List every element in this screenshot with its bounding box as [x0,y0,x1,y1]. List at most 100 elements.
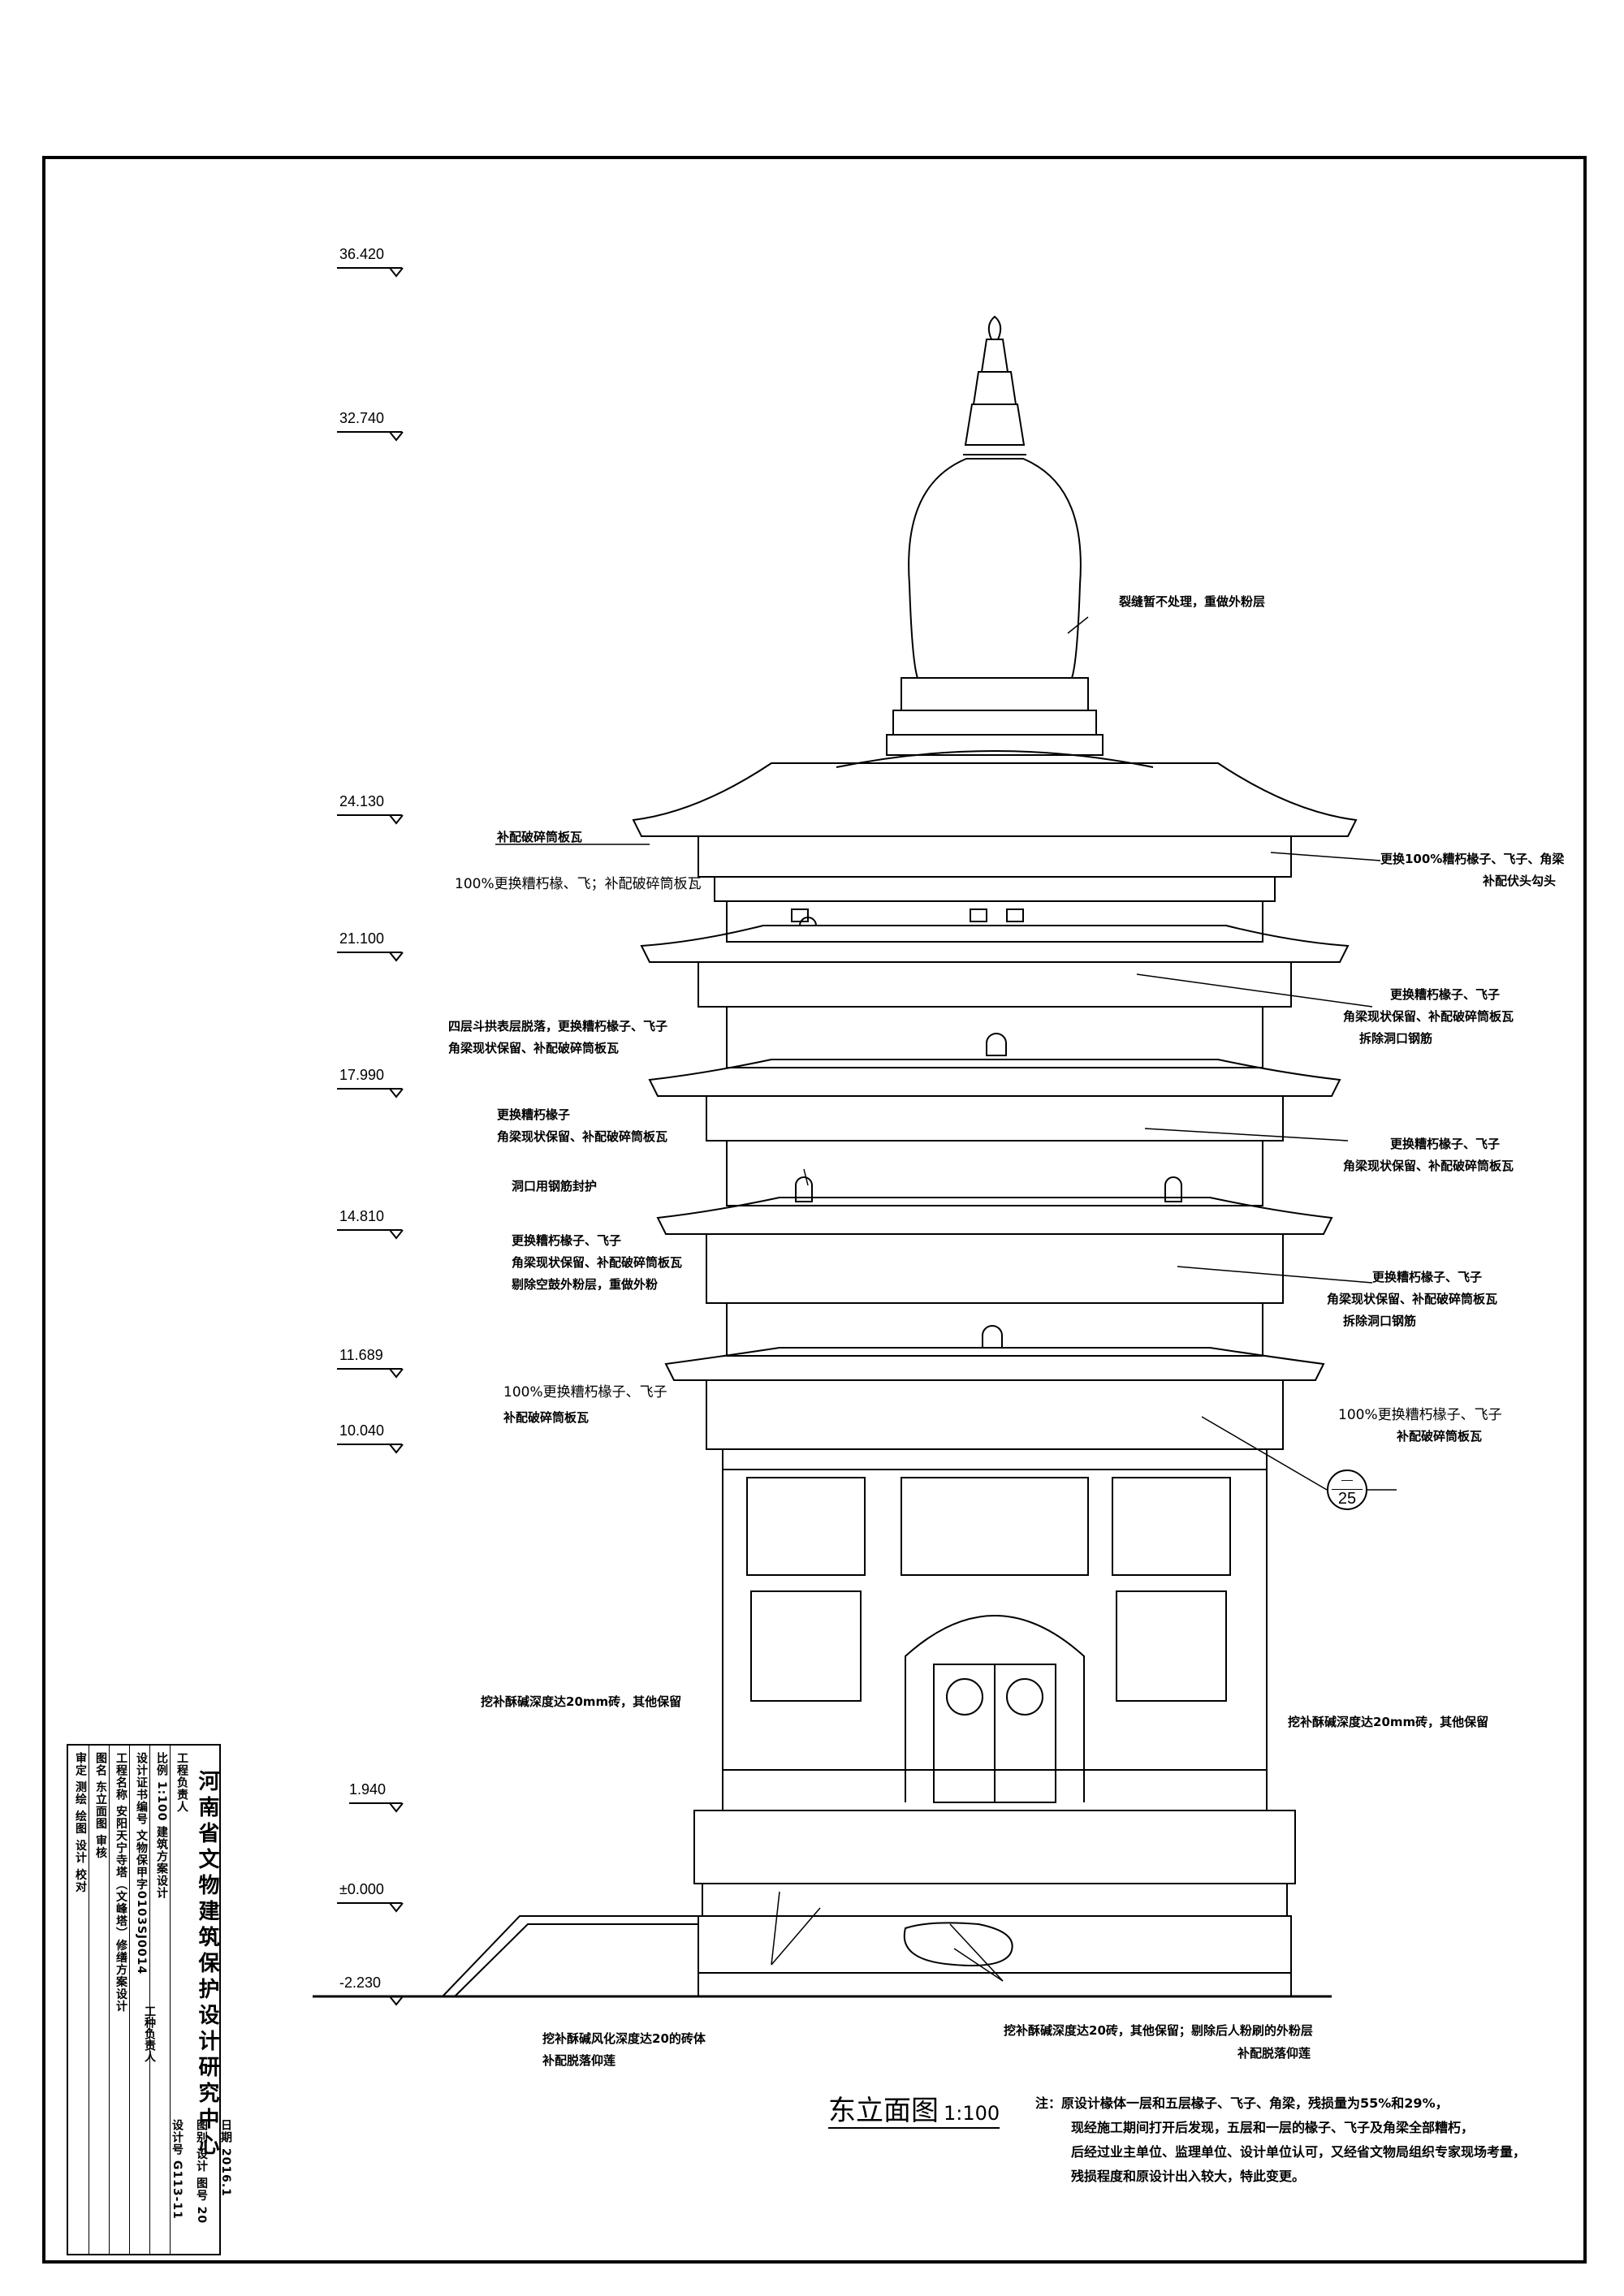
annotation: 挖补酥碱深度达20mm砖，其他保留 [481,1694,682,1709]
elevation-label: 32.740 [339,410,385,426]
tb-right-column: 工种负责人 [122,2005,158,2249]
annotation: 角梁现状保留、补配破碎筒板瓦 [1327,1292,1498,1306]
elevation-label: 36.420 [339,246,385,262]
annotation: 剔除空鼓外粉层，重做外粉 [512,1277,659,1292]
callout-top: — [1341,1473,1353,1486]
annotation: 更换糟朽椽子 [497,1107,571,1122]
plinth [693,1810,1296,1997]
annotation: 裂缝暂不处理，重做外粉层 [1119,594,1266,609]
tb-col-6: 审定 测绘 绘图 设计 校对 [68,1746,89,2254]
elevation-markers [337,267,404,2006]
roof-tier-3 [648,1059,1341,1206]
drawing-title-text: 东立面图 [828,2095,939,2127]
tb-cell: 设计证书编号 [135,1752,148,1825]
elevation-label: 1.940 [349,1781,387,1798]
stupa-bulb [886,458,1104,756]
elevation-label: 11.689 [339,1347,383,1363]
annotation: 更换糟朽椽子、飞子 [1390,1137,1501,1151]
note-line: 现经施工期间打开后发现，五层和一层的椽子、飞子及角梁全部糟朽， [1071,2120,1475,2135]
elevation-label: 17.990 [339,1067,385,1083]
annotation: 补配伏头勾头 [1483,874,1557,888]
tb-cell: 比例 [155,1752,168,1776]
leader-lines [495,616,1397,1982]
annotation: 补配破碎筒板瓦 [1397,1429,1483,1444]
annotation: 拆除洞口钢筋 [1343,1314,1417,1328]
annotation: 挖补酥碱深度达20mm砖，其他保留 [1288,1715,1489,1729]
annotation: 更换糟朽椽子、飞子 [512,1233,622,1248]
tb-meta-column: 图别 设计 图号 20 [185,2119,209,2257]
tb-cell: 图名 [94,1752,107,1776]
tb-cell: 安阳天宁寺塔（文峰塔）修缮方案设计 [114,1805,127,2013]
tb-cell: 工种负责人 [143,2005,156,2062]
tb-cell: 测绘 [74,1780,87,1806]
tb-cell: 设计 [74,1839,87,1864]
tb-cell: 审定 [74,1752,87,1776]
tb-cell: 校对 [74,1868,87,1893]
tb-col-5: 图名 东立面图 审核 [89,1746,109,2254]
annotation: 四层斗拱表层脱落，更换糟朽椽子、飞子 [448,1019,668,1034]
annotation: 角梁现状保留、补配破碎筒板瓦 [1343,1159,1514,1173]
annotation: 角梁现状保留、补配破碎筒板瓦 [512,1255,683,1270]
elevation-label: ±0.000 [339,1881,384,1897]
annotation: 补配破碎筒板瓦 [503,1410,590,1425]
spire [963,315,1026,455]
roof-tier-2 [656,1197,1333,1357]
tb-cell: 绘图 [74,1810,87,1835]
annotation: 拆除洞口钢筋 [1359,1031,1433,1046]
annotation: 补配破碎筒板瓦 [497,830,583,844]
tower-body [722,1448,1268,1811]
tb-cell: 日期 [219,2119,232,2143]
tb-cell: 图别 [195,2119,208,2143]
institute-name: 河南省文物建筑保护设计研究中心 [195,1770,219,2160]
annotation: 洞口用钢筋封护 [512,1179,598,1193]
annotation: 更换糟朽椽子、飞子 [1372,1270,1483,1284]
tb-col-3: 设计证书编号 文物保甲字0103SJ0014 [129,1746,149,2254]
tb-cell: 东立面图 [94,1780,107,1830]
note-line: 注：原设计椽体一层和五层椽子、飞子、角梁，残损量为55%和29%， [1035,2095,1449,2111]
tb-meta-column: 设计号 G113-11 [161,2119,185,2257]
tb-col-2: 比例 1:100 建筑方案设计 [149,1746,170,2254]
annotation: 更换100%糟朽椽子、飞子、角梁 [1380,852,1565,866]
callout-number: 25 [1337,1490,1357,1508]
tb-cell: G113-11 [171,2160,184,2220]
elevation-label: 24.130 [339,793,385,809]
tb-col-4: 工程名称 安阳天宁寺塔（文峰塔）修缮方案设计 [109,1746,129,2254]
change-notes: 注：原设计椽体一层和五层椽子、飞子、角梁，残损量为55%和29%， 现经施工期间… [1035,2091,1526,2189]
title-block: 河南省文物建筑保护设计研究中心 工程负责人 比例 1:100 建筑方案设计 设计… [67,1744,221,2255]
annotation: 补配脱落仰莲 [1237,2046,1311,2061]
elevation-label: 21.100 [339,930,385,947]
drawing-scale: 1:100 [944,2102,1000,2125]
annotation: 100%更换糟朽椽子、飞子 [503,1384,667,1400]
annotation: 角梁现状保留、补配破碎筒板瓦 [1343,1009,1514,1024]
tb-cell: 1:100 [155,1780,168,1822]
annotation: 补配脱落仰莲 [542,2053,616,2068]
roof-tier-4 [640,925,1350,1068]
annotation: 角梁现状保留、补配破碎筒板瓦 [497,1129,668,1144]
tb-cell: 工程负责人 [175,1752,188,1813]
roof-tier-top [632,750,1358,943]
elevation-label: -2.230 [339,1974,382,1991]
elevation-label: 10.040 [339,1422,385,1439]
detail-callout: — 25 [1327,1470,1367,1510]
tb-cell: 设计号 [171,2119,184,2156]
tb-cell: 图号 [195,2177,208,2202]
tb-cell: 设计 [195,2147,208,2173]
annotation: 挖补酥碱深度达20砖，其他保留；剔除后人粉刷的外粉层 [1004,2023,1313,2038]
tb-cell: 工程名称 [114,1752,127,1801]
roof-tier-1 [664,1347,1325,1450]
annotation: 角梁现状保留、补配破碎筒板瓦 [448,1041,620,1055]
annotation: 更换糟朽椽子、飞子 [1390,987,1501,1002]
tb-col-1: 工程负责人 [170,1746,190,2254]
drawing-frame [42,156,1587,2264]
tb-meta-column: 日期 2016.1 [209,2119,234,2257]
annotation: 挖补酥碱风化深度达20的砖体 [542,2031,706,2046]
annotation: 100%更换糟朽椽、飞；补配破碎筒板瓦 [455,876,702,892]
tb-cell: 20 [195,2206,208,2225]
note-line: 后经过业主单位、监理单位、设计单位认可，又经省文物局组织专家现场考量， [1071,2144,1527,2160]
tb-cell: 2016.1 [219,2147,232,2197]
elevation-label: 14.810 [339,1208,385,1224]
annotation: 100%更换糟朽椽子、飞子 [1338,1407,1502,1423]
stair-ramp [442,1915,698,1997]
